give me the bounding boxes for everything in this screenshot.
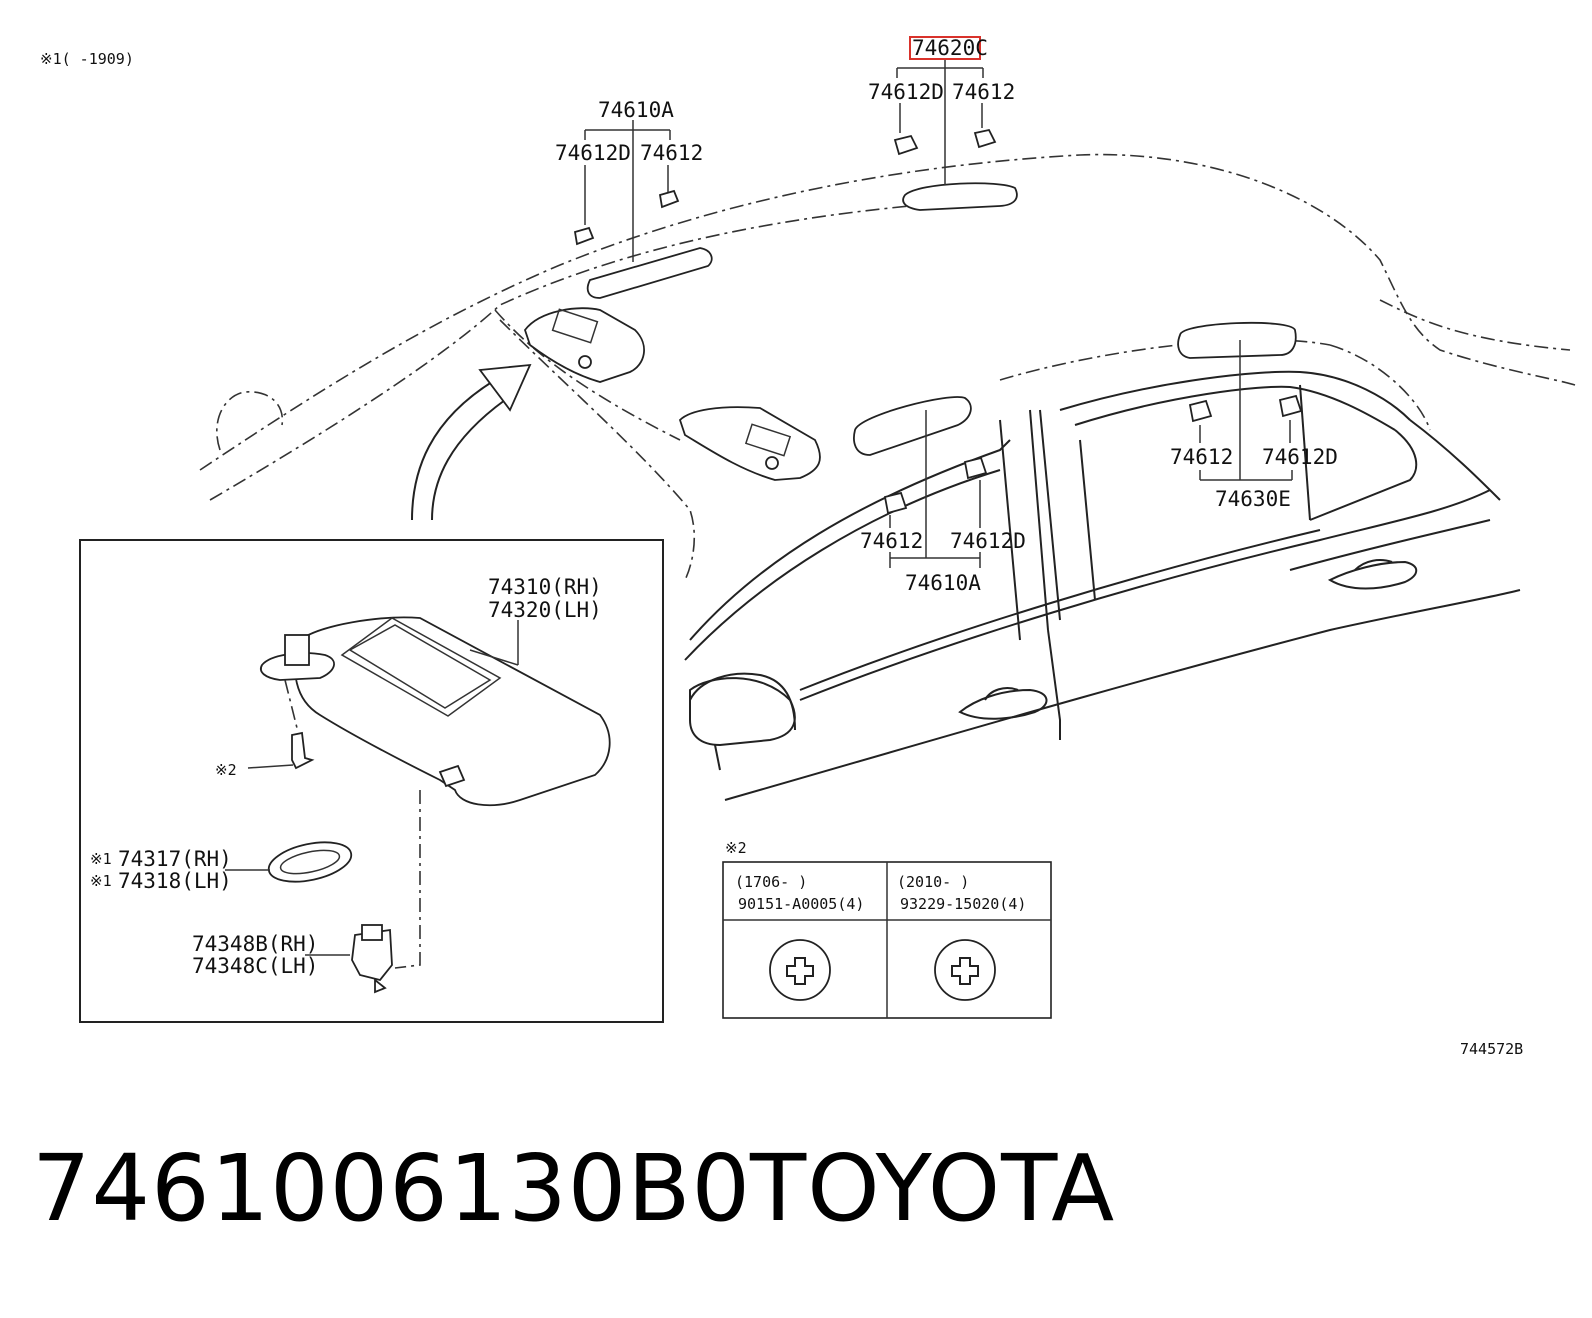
label-holder-rh: 74348B(RH) <box>192 932 318 956</box>
label-mirror-lh: 74318(LH) <box>118 869 232 893</box>
clips <box>573 128 1303 515</box>
label-74612-top: 74612 <box>952 80 1015 104</box>
label-74612D-top: 74612D <box>868 80 944 104</box>
label-74612D-left: 74612D <box>555 141 631 165</box>
footer-brand: TOYOTA <box>750 1135 1116 1242</box>
assist-grip-rear <box>1177 321 1297 359</box>
reference-code: 744572B <box>1460 1040 1523 1058</box>
curved-arrow <box>411 363 532 521</box>
screw-col2-part: 93229-15020(4) <box>900 895 1026 913</box>
footer-part-number: 7461006130B0 <box>32 1135 751 1242</box>
screw-table <box>722 861 1052 1019</box>
label-74630E: 74630E <box>1215 487 1291 511</box>
screw-col1-date: (1706- ) <box>735 873 807 891</box>
sun-visor-front-left <box>523 307 645 383</box>
screw-table-title: ※2 <box>725 839 747 857</box>
label-74612D-right: 74612D <box>1262 445 1338 469</box>
car-body-outline <box>199 153 1576 581</box>
label-mirror-rh: 74317(RH) <box>118 847 232 871</box>
label-mirror-rh-mark: ※1 <box>90 850 112 868</box>
label-74612D-mid: 74612D <box>950 529 1026 553</box>
car-side-outline <box>684 370 1521 801</box>
label-74612-mid: 74612 <box>860 529 923 553</box>
highlight-box <box>909 36 981 60</box>
screw-col1-part: 90151-A0005(4) <box>738 895 864 913</box>
label-holder-lh: 74348C(LH) <box>192 954 318 978</box>
label-74610A-top: 74610A <box>598 98 674 122</box>
label-visor-rh: 74310(RH) <box>488 575 602 599</box>
label-74620C: 74620C <box>912 36 988 60</box>
assist-grip-mid <box>853 396 972 456</box>
leader-lines <box>584 58 1293 568</box>
label-74612-right: 74612 <box>1170 445 1233 469</box>
label-mirror-lh-mark: ※1 <box>90 872 112 890</box>
assist-grip-top <box>902 182 1018 211</box>
screw-col2-date: (2010- ) <box>897 873 969 891</box>
label-screw-note: ※2 <box>215 761 237 779</box>
label-visor-lh: 74320(LH) <box>488 598 602 622</box>
label-74612-left: 74612 <box>640 141 703 165</box>
note-1: ※1( -1909) <box>40 50 134 68</box>
assist-grip-front-left <box>586 247 713 299</box>
sun-visor-front-right <box>678 406 821 481</box>
label-74610A-mid: 74610A <box>905 571 981 595</box>
visor-detail-box <box>79 539 664 1023</box>
